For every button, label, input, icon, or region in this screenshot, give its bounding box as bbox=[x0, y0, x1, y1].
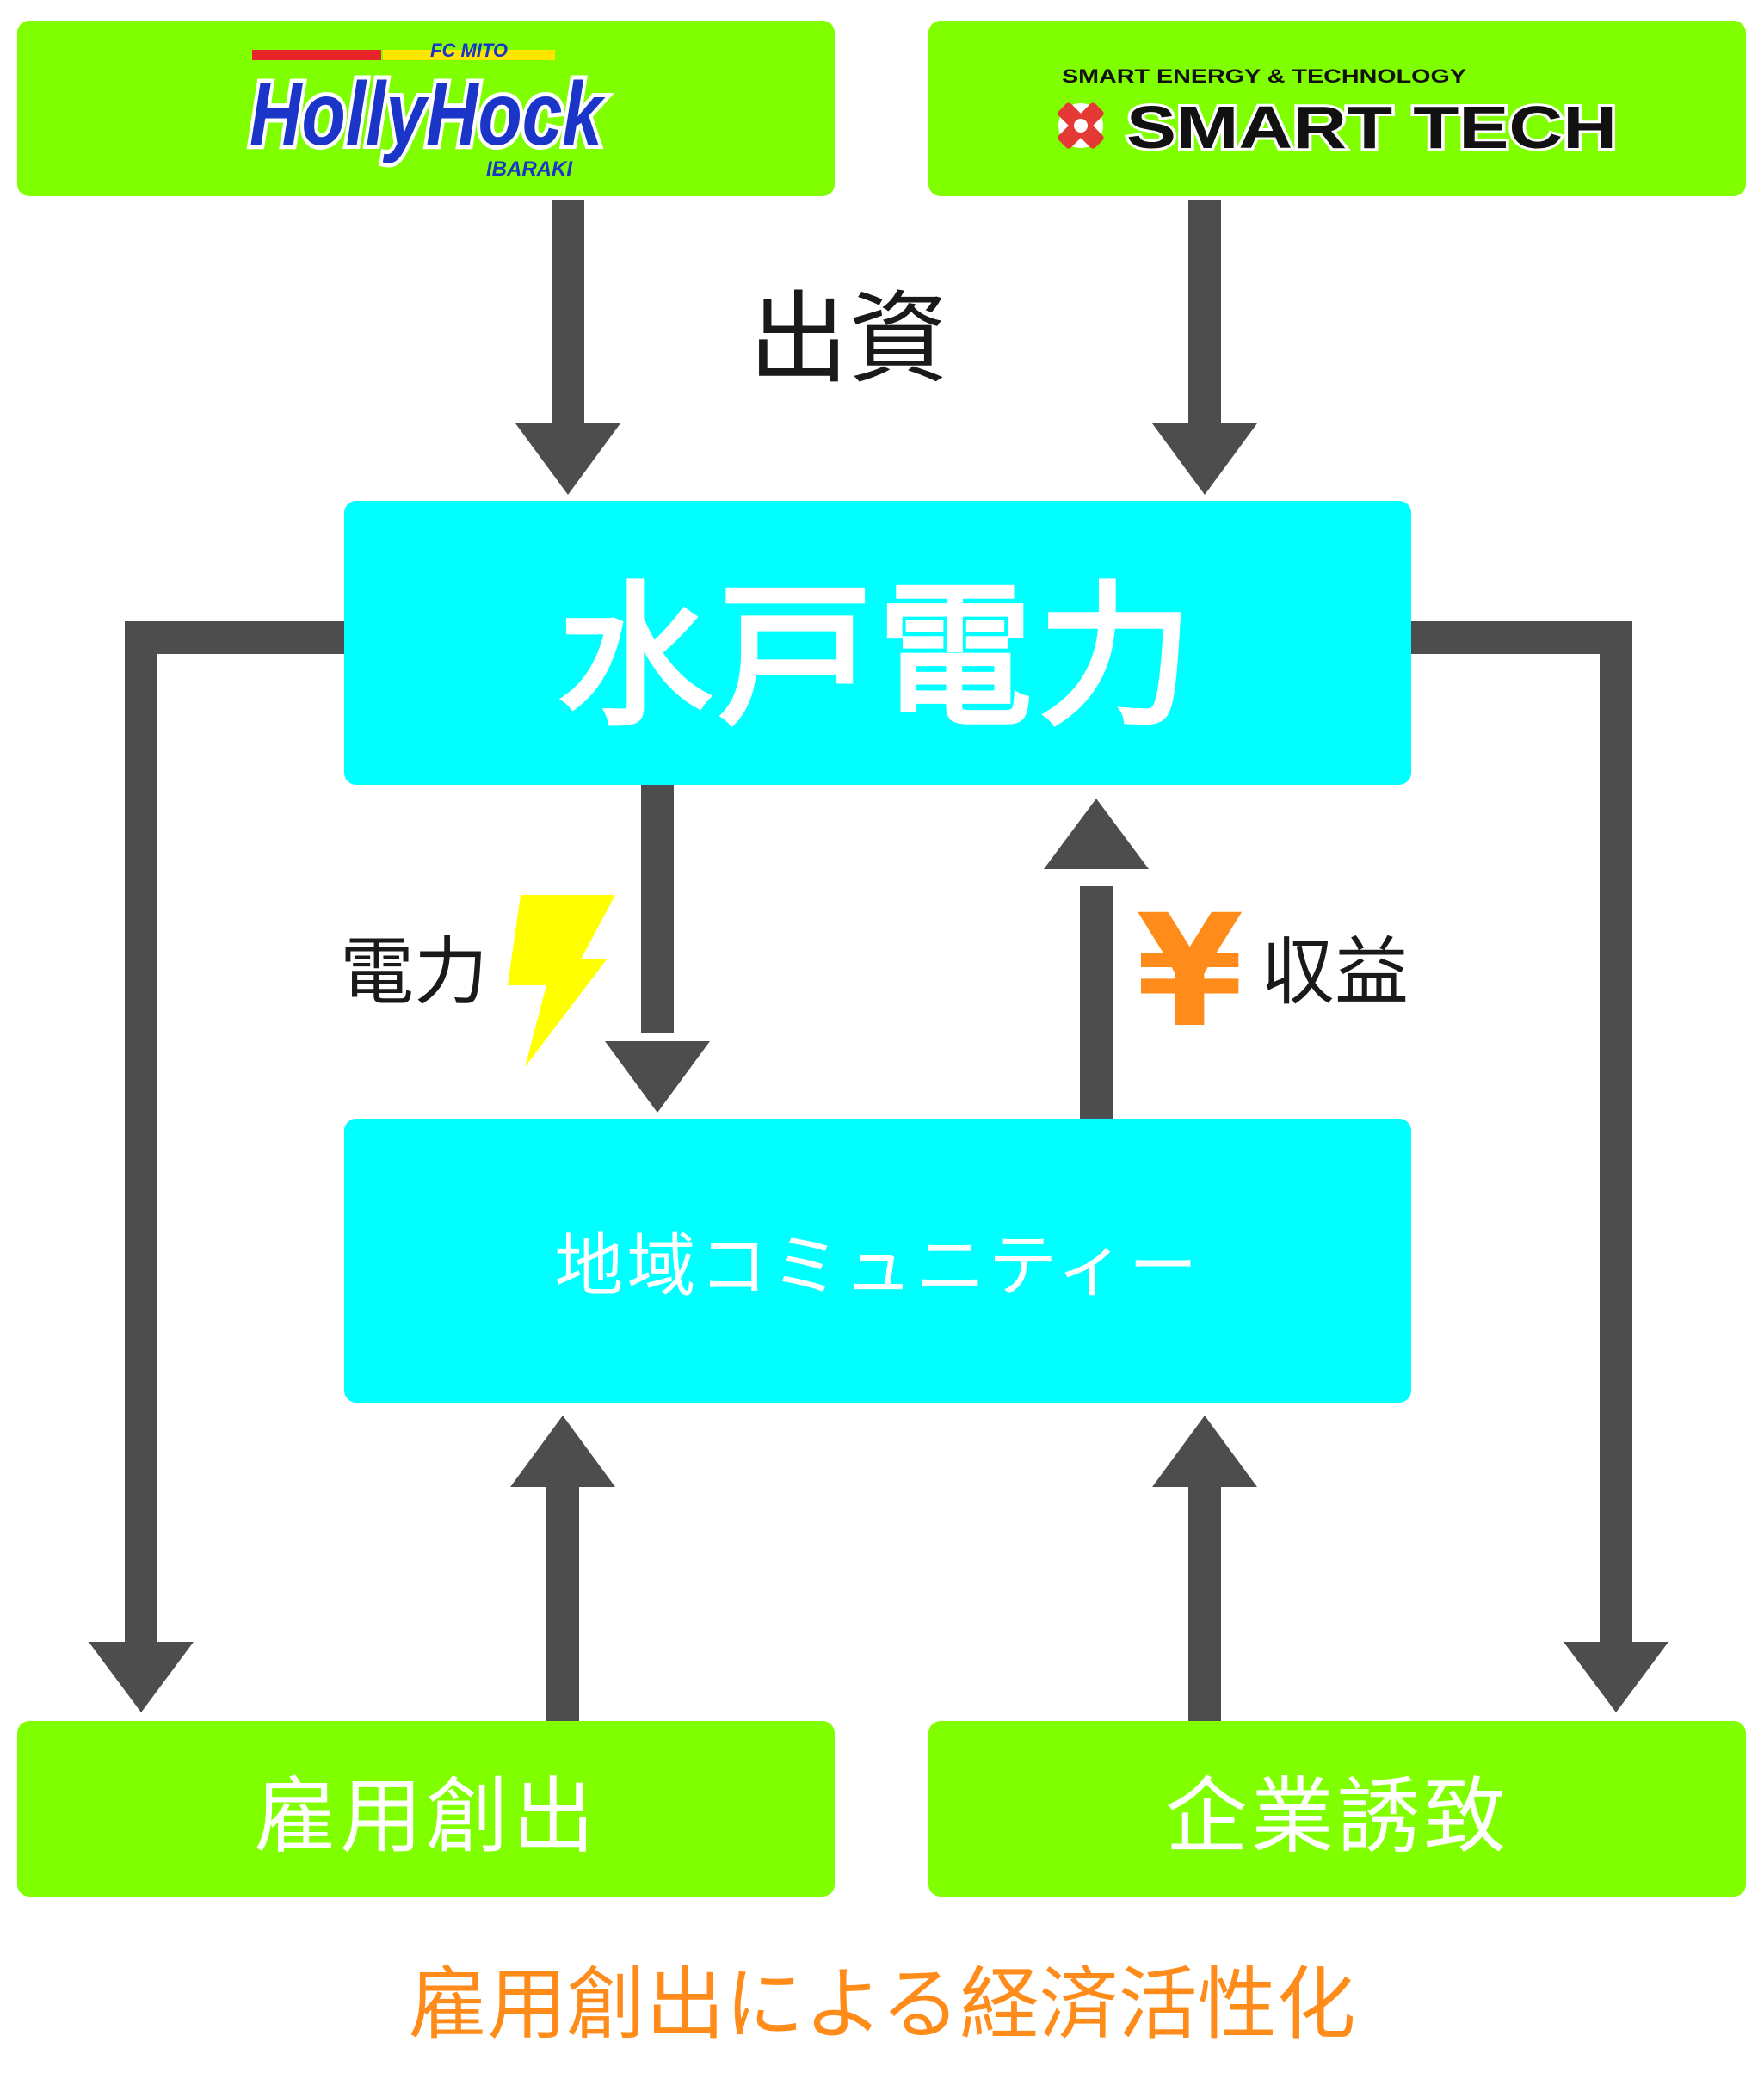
svg-text:HollyHock: HollyHock bbox=[250, 65, 606, 164]
holly-hock-logo: FC MITO HollyHock IBARAKI bbox=[245, 40, 610, 181]
community-label: 地域コミュニティー bbox=[554, 1226, 1201, 1306]
investment-label: 出資 bbox=[749, 281, 948, 398]
lightning-bolt-icon bbox=[508, 895, 615, 1067]
power-label: 電力 bbox=[340, 929, 488, 1015]
svg-text:SMART ENERGY & TECHNOLOGY: SMART ENERGY & TECHNOLOGY bbox=[1062, 65, 1466, 87]
arrowhead-power-down bbox=[605, 1041, 710, 1113]
mito-to-employment-line bbox=[125, 621, 344, 1644]
community-box: 地域コミュニティー bbox=[344, 1119, 1411, 1403]
employment-box: 雇用創出 bbox=[17, 1721, 835, 1897]
arrowhead-holly-down bbox=[515, 423, 620, 495]
svg-text:SMART TECH: SMART TECH bbox=[1126, 94, 1617, 160]
smart-tech-logo: SMART ENERGY & TECHNOLOGY SMART TECH bbox=[1058, 65, 1619, 160]
caption-label: 雇用創出による経済活性化 bbox=[408, 1959, 1356, 2051]
revenue-label: 収益 bbox=[1261, 929, 1409, 1015]
attraction-box: 企業誘致 bbox=[928, 1721, 1746, 1897]
arrowhead-employment-down bbox=[89, 1642, 194, 1712]
employment-label: 雇用創出 bbox=[254, 1767, 598, 1865]
attraction-label: 企業誘致 bbox=[1165, 1767, 1509, 1865]
smart-tech-logo-box: SMART ENERGY & TECHNOLOGY SMART TECH bbox=[928, 21, 1746, 196]
arrowhead-attraction-down bbox=[1564, 1642, 1668, 1712]
mito-power-label: 水戸電力 bbox=[557, 567, 1198, 748]
arrowhead-attraction-up bbox=[1152, 1416, 1257, 1487]
svg-text:IBARAKI: IBARAKI bbox=[486, 157, 573, 181]
arrowhead-smart-down bbox=[1152, 423, 1257, 495]
arrowhead-employment-up bbox=[510, 1416, 615, 1487]
arrowhead-revenue-up bbox=[1044, 799, 1149, 869]
mito-power-box: 水戸電力 bbox=[344, 501, 1411, 785]
yen-icon: ¥ bbox=[1136, 882, 1244, 1062]
svg-text:FC MITO: FC MITO bbox=[430, 40, 508, 61]
mito-to-attraction-line bbox=[1411, 621, 1632, 1644]
holly-hock-logo-box: FC MITO HollyHock IBARAKI bbox=[17, 21, 835, 196]
